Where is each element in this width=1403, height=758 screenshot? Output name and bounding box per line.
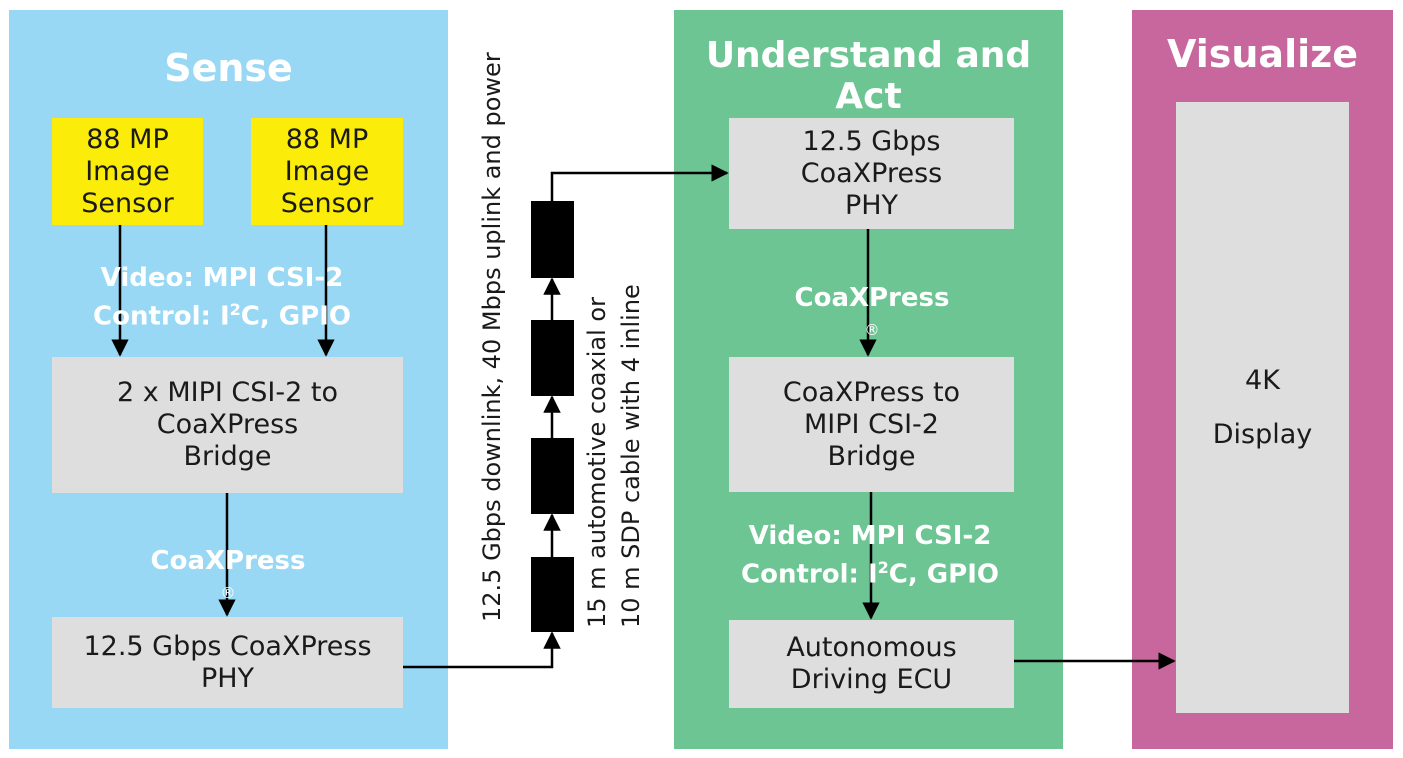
phy-to-cable-wire — [403, 631, 561, 669]
inline-connector-3 — [531, 438, 574, 514]
cable-type-label: 15 m automotive coaxial or 10 m SDP cabl… — [583, 284, 645, 628]
inline-connector-1 — [531, 201, 574, 278]
4k-display: 4K Display — [1176, 102, 1349, 713]
understand-panel-title: Understand and Act — [705, 35, 1032, 117]
image-sensor-right: 88 MP Image Sensor — [251, 118, 403, 225]
understand-coaxpress-phy: 12.5 Gbps CoaXPress PHY — [729, 118, 1014, 229]
understand-ecu-link-label: Video: MPI CSI-2 Control: I2C, GPIO — [741, 521, 999, 590]
csi2-to-coaxpress-bridge: 2 x MIPI CSI-2 to CoaXPress Bridge — [52, 357, 403, 493]
cable-to-understand-phy-wire — [550, 164, 729, 201]
visualize-panel-title: Visualize — [1166, 32, 1359, 76]
understand-coaxpress-label: CoaXPress® — [794, 283, 950, 339]
sense-panel-title: Sense — [164, 46, 293, 90]
inline-connector-2 — [531, 320, 574, 396]
sense-coaxpress-label: CoaXPress® — [150, 546, 306, 602]
image-sensor-left: 88 MP Image Sensor — [52, 118, 203, 225]
sense-sensor-link-label: Video: MPI CSI-2 Control: I2C, GPIO — [93, 263, 351, 332]
cable-bandwidth-label: 12.5 Gbps downlink, 40 Mbps uplink and p… — [478, 52, 506, 622]
sense-coaxpress-phy: 12.5 Gbps CoaXPress PHY — [52, 617, 403, 708]
autonomous-driving-ecu: Autonomous Driving ECU — [729, 620, 1014, 708]
inline-connector-4 — [531, 557, 574, 632]
coaxpress-to-csi2-bridge: CoaXPress to MIPI CSI-2 Bridge — [729, 357, 1014, 492]
